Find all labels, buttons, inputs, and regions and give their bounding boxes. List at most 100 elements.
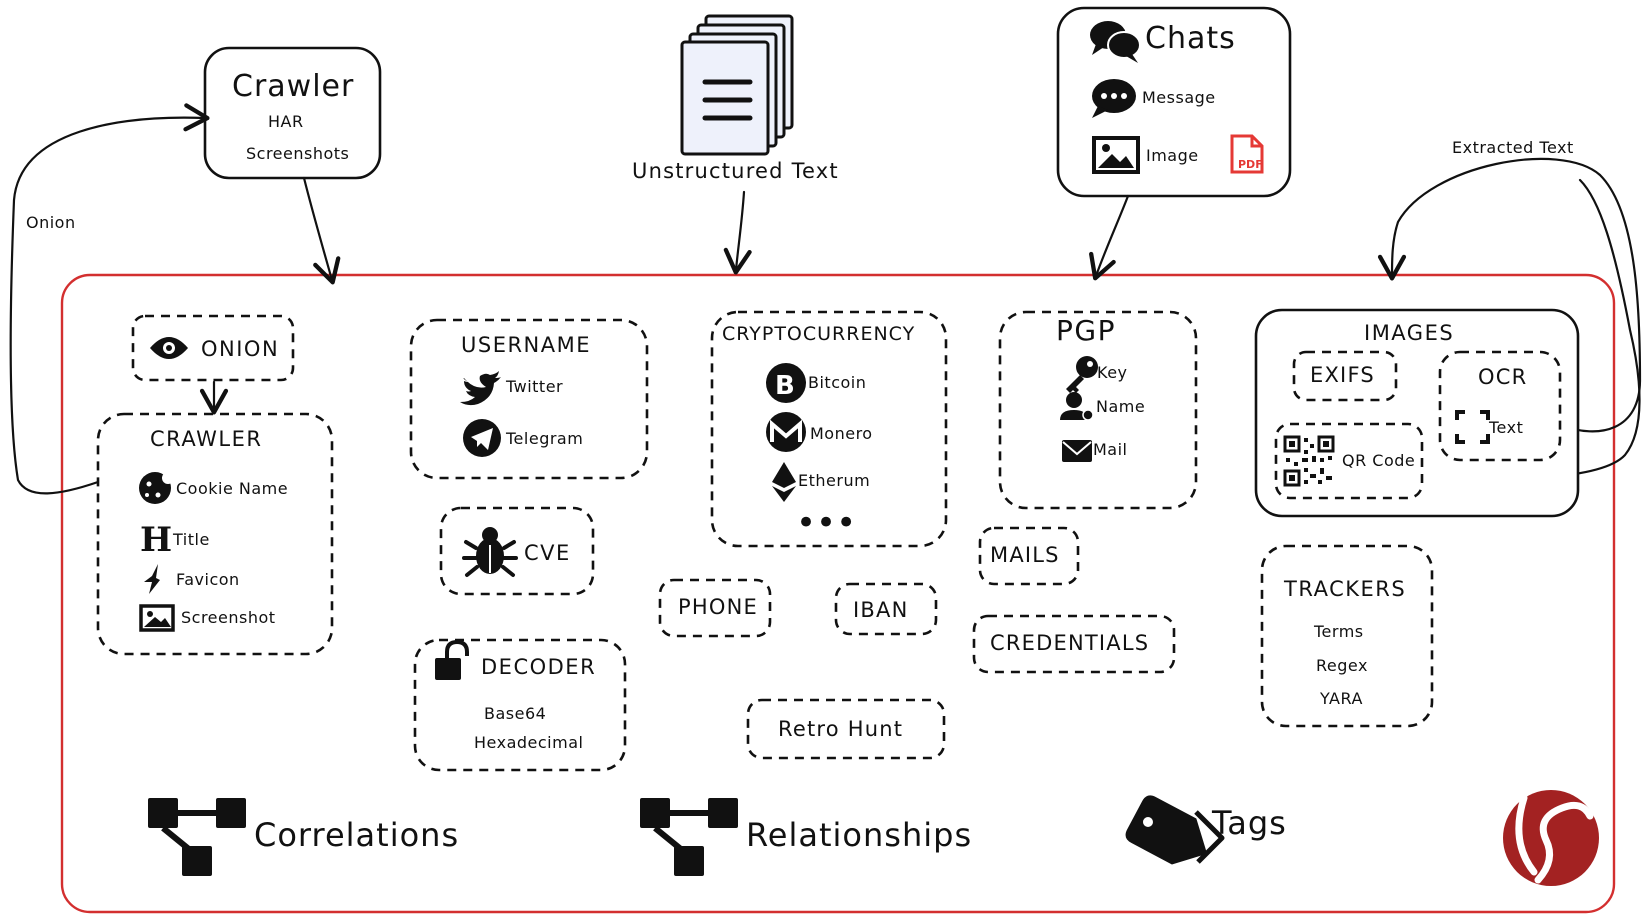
ethereum-icon <box>772 462 796 502</box>
mails-module-title: MAILS <box>990 543 1060 567</box>
username-item-telegram: Telegram <box>505 429 583 448</box>
retro-hunt-module: Retro Hunt <box>746 698 946 760</box>
ocr-title: OCR <box>1478 365 1527 389</box>
tags-icon <box>1125 795 1225 865</box>
message-icon <box>1092 79 1136 118</box>
svg-text:B: B <box>775 371 795 401</box>
crawler-source-title: Crawler <box>232 69 354 104</box>
tags-label-group: Tags <box>1125 795 1287 865</box>
unstructured-text-source: Unstructured Text <box>632 14 839 183</box>
qr-code-label: QR Code <box>1342 451 1415 470</box>
crawler-source-item-screenshots: Screenshots <box>246 144 349 163</box>
phone-module: PHONE <box>658 578 772 638</box>
relationships-label: Relationships <box>746 816 972 854</box>
chats-title: Chats <box>1145 21 1236 56</box>
onion-module-title: ONION <box>201 337 279 361</box>
qr-code-box: QR Code <box>1274 422 1424 500</box>
unstructured-text-title: Unstructured Text <box>632 159 839 183</box>
cve-module-title: CVE <box>524 541 571 565</box>
pdf-badge: PDF <box>1238 158 1263 171</box>
correlations-label-group: Correlations <box>148 798 459 876</box>
chats-to-frame-edge <box>1089 194 1130 281</box>
onion-module: ONION <box>131 314 295 382</box>
trackers-item-terms: Terms <box>1313 622 1364 641</box>
telegram-icon <box>463 419 501 457</box>
crawler-module: CRAWLER Cookie Name H Title Favicon Scre… <box>96 412 334 656</box>
decoder-item-hexadecimal: Hexadecimal <box>474 733 583 752</box>
unlock-icon <box>435 639 469 680</box>
chats-item-image: Image <box>1146 146 1199 165</box>
favicon-icon <box>144 564 160 594</box>
username-item-twitter: Twitter <box>505 377 563 396</box>
chat-icon <box>1090 21 1141 63</box>
iban-module-title: IBAN <box>853 598 908 622</box>
ocr-box: OCR Text <box>1438 350 1562 462</box>
onion-edge-label: Onion <box>26 213 76 232</box>
ail-logo <box>1503 790 1599 886</box>
cryptocurrency-module: CRYPTOCURRENCY B Bitcoin Monero Etherum … <box>710 310 948 548</box>
pgp-item-name: Name <box>1096 397 1145 416</box>
scan-icon <box>1455 410 1490 444</box>
svg-text:H: H <box>140 520 172 560</box>
username-module-title: USERNAME <box>461 333 591 357</box>
bitcoin-icon: B <box>766 363 806 403</box>
unstructured-to-frame-edge <box>723 190 752 275</box>
crypto-more-indicator: ••• <box>796 503 856 543</box>
crawler-item-cookie-name: Cookie Name <box>176 479 288 498</box>
mails-module: MAILS <box>978 526 1080 586</box>
mail-icon <box>1062 440 1092 462</box>
heading-icon: H <box>140 520 172 560</box>
user-icon <box>1060 392 1094 421</box>
credentials-module: CREDENTIALS <box>972 614 1176 674</box>
ocr-extracted-text-edge <box>1377 157 1642 433</box>
onion-loop-edge <box>9 103 210 495</box>
crypto-item-etherum: Etherum <box>798 471 870 490</box>
ocr-item-text: Text <box>1488 418 1523 437</box>
bug-icon <box>462 527 518 577</box>
crypto-item-monero: Monero <box>810 424 873 443</box>
cookie-icon <box>139 472 174 504</box>
crawler-item-title: Title <box>172 530 210 549</box>
tree-icon <box>640 798 738 876</box>
retro-hunt-title: Retro Hunt <box>778 717 903 741</box>
tags-label: Tags <box>1211 804 1287 842</box>
phone-module-title: PHONE <box>678 595 758 619</box>
pdf-icon: PDF <box>1230 134 1264 174</box>
tree-icon <box>148 798 246 876</box>
relationships-label-group: Relationships <box>640 798 972 876</box>
key-icon <box>1066 356 1098 393</box>
username-module: USERNAME Twitter Telegram <box>409 318 649 480</box>
cve-module: CVE <box>439 506 595 596</box>
trackers-item-regex: Regex <box>1316 656 1368 675</box>
crypto-item-bitcoin: Bitcoin <box>808 373 866 392</box>
crawler-source-box: Crawler HAR Screenshots <box>203 46 382 180</box>
exifs-title: EXIFS <box>1310 363 1375 387</box>
decoder-module-title: DECODER <box>481 655 596 679</box>
twitter-icon <box>460 371 501 406</box>
chats-source-box: Chats Message Image PDF <box>1056 6 1292 198</box>
decoder-item-base64: Base64 <box>484 704 546 723</box>
trackers-module-title: TRACKERS <box>1283 577 1406 601</box>
credentials-module-title: CREDENTIALS <box>990 631 1149 655</box>
pgp-item-mail: Mail <box>1093 440 1128 459</box>
pgp-module-title: PGP <box>1056 314 1116 347</box>
monero-icon <box>766 412 806 452</box>
correlations-label: Correlations <box>254 816 459 854</box>
trackers-item-yara: YARA <box>1319 689 1363 708</box>
image-icon <box>139 604 175 632</box>
image-icon <box>1092 136 1140 174</box>
exifs-box: EXIFS <box>1292 350 1398 402</box>
images-module-title: IMAGES <box>1364 321 1454 345</box>
crawler-to-frame-edge <box>302 176 341 285</box>
eye-icon <box>150 337 188 359</box>
crawler-module-title: CRAWLER <box>150 427 262 451</box>
pgp-item-key: Key <box>1097 363 1128 382</box>
crawler-item-screenshot: Screenshot <box>181 608 276 627</box>
iban-module: IBAN <box>834 582 938 636</box>
decoder-module: DECODER Base64 Hexadecimal <box>413 638 627 772</box>
crawler-item-favicon: Favicon <box>176 570 240 589</box>
cryptocurrency-module-title: CRYPTOCURRENCY <box>722 323 915 345</box>
images-module: IMAGES EXIFS OCR Text <box>1254 308 1580 518</box>
pgp-module: PGP Key Name Mail <box>998 310 1198 510</box>
